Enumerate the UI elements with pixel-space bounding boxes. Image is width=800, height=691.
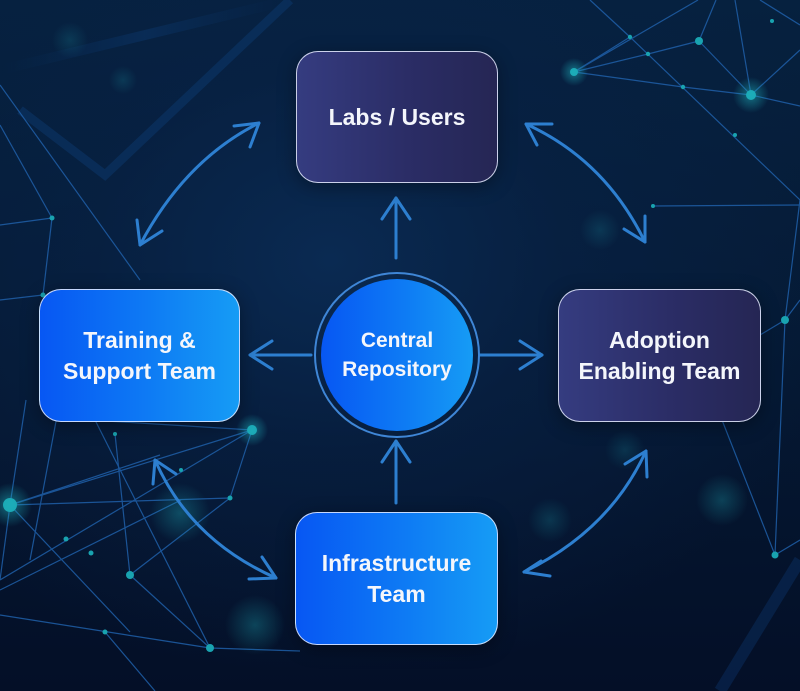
arrow-infra-to-hub [380,439,412,505]
arrow-hub-to-adoption [478,339,544,371]
arrow-hub-to-labs [380,196,412,260]
node-labs-users-label: Labs / Users [328,103,466,130]
arrow-infra-training [151,458,278,581]
node-infrastructure-team-label: Infrastructure Team [321,549,472,607]
arrow-hub-to-training [248,339,313,371]
arrow-labs-adoption [524,122,647,244]
node-training-support-team: Training & Support Team [39,289,240,422]
arrow-adoption-infra [522,449,649,578]
node-training-support-team-label: Training & Support Team [63,326,216,384]
arrow-training-labs [135,121,261,247]
hub-central-repository: Central Repository [321,279,473,431]
node-labs-users: Labs / Users [296,51,498,183]
hub-outer-ring [314,272,480,438]
node-adoption-enabling-team-label: Adoption Enabling Team [578,326,741,384]
hub-central-repository-label: Central Repository [342,329,452,381]
node-adoption-enabling-team: Adoption Enabling Team [558,289,761,422]
node-infrastructure-team: Infrastructure Team [295,512,498,645]
